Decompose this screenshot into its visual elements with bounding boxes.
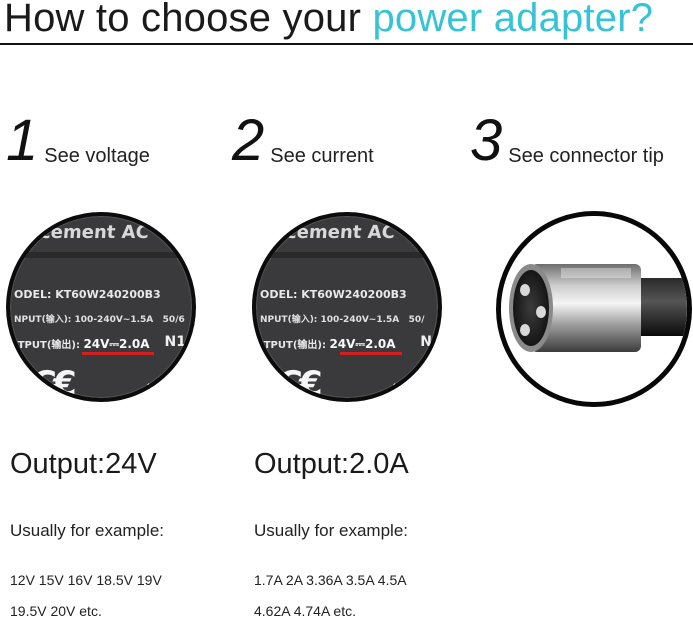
page-title: How to choose your power adapter? [4, 0, 653, 42]
title-prefix: How to choose your [4, 0, 373, 40]
voltage-usually-heading: Usually for example: [10, 521, 165, 540]
output-voltage: Output:24V [10, 448, 157, 480]
label-input: NPUT(输入): 100-240V~1.5A 50/6 [14, 315, 185, 325]
label-output-tail: N1 [164, 334, 186, 350]
connector-tip-photo [496, 211, 692, 407]
label-header-2: acement AC [273, 222, 396, 243]
label-model: ODEL: KT60W240200B3 [14, 288, 161, 301]
label-band-2 [256, 252, 438, 258]
ce-mark-icon: C€ [32, 364, 77, 402]
step-1-number: 1 [6, 108, 39, 173]
voltage-examples-line1: 12V 15V 16V 18.5V 19V [10, 572, 162, 588]
current-highlight-underline [340, 352, 402, 355]
label-band [10, 252, 192, 258]
label-input-2: NPUT(输入): 100-240V~1.5A 50/ [260, 315, 425, 325]
current-label-photo: acement AC ODEL: KT60W240200B3 NPUT(输入):… [252, 212, 442, 402]
current-examples-line2: 4.62A 4.74A etc. [254, 603, 356, 619]
certification-mark-icon [147, 367, 179, 398]
label-output-tail-2: N [420, 334, 432, 350]
step-1-label: See voltage [44, 145, 150, 167]
xlr-connector-icon [501, 216, 687, 402]
current-examples-line1: 1.7A 2A 3.36A 3.5A 4.5A [254, 572, 407, 588]
adapter-label-2: acement AC ODEL: KT60W240200B3 NPUT(输入):… [256, 216, 438, 398]
voltage-examples-line2: 19.5V 20V etc. [10, 603, 102, 619]
label-header: acement AC [27, 222, 150, 243]
label-output-value-2: 24V⎓2.0A [329, 337, 396, 351]
ce-mark-icon-2: C€ [278, 364, 323, 402]
step-2-number: 2 [232, 108, 265, 173]
step-2-label: See current [270, 145, 374, 167]
output-current: Output:2.0A [254, 448, 409, 480]
title-underline [0, 43, 693, 45]
voltage-highlight-underline [82, 352, 154, 355]
voltage-label-photo: acement AC ODEL: KT60W240200B3 NPUT(输入):… [6, 212, 196, 402]
label-output-value: 24V⎓2.0A [83, 337, 150, 351]
certification-mark-icon-2 [393, 367, 425, 398]
label-output: ITPUT(输出): 24V⎓2.0A [14, 337, 150, 351]
label-model-2: ODEL: KT60W240200B3 [260, 288, 407, 301]
adapter-label: acement AC ODEL: KT60W240200B3 NPUT(输入):… [10, 216, 192, 398]
step-3-number: 3 [470, 108, 503, 173]
current-usually-heading: Usually for example: [254, 521, 409, 540]
title-accent: power adapter? [372, 0, 654, 40]
label-output-2: ITPUT(输出): 24V⎓2.0A [260, 337, 396, 351]
step-3-label: See connector tip [508, 145, 664, 167]
